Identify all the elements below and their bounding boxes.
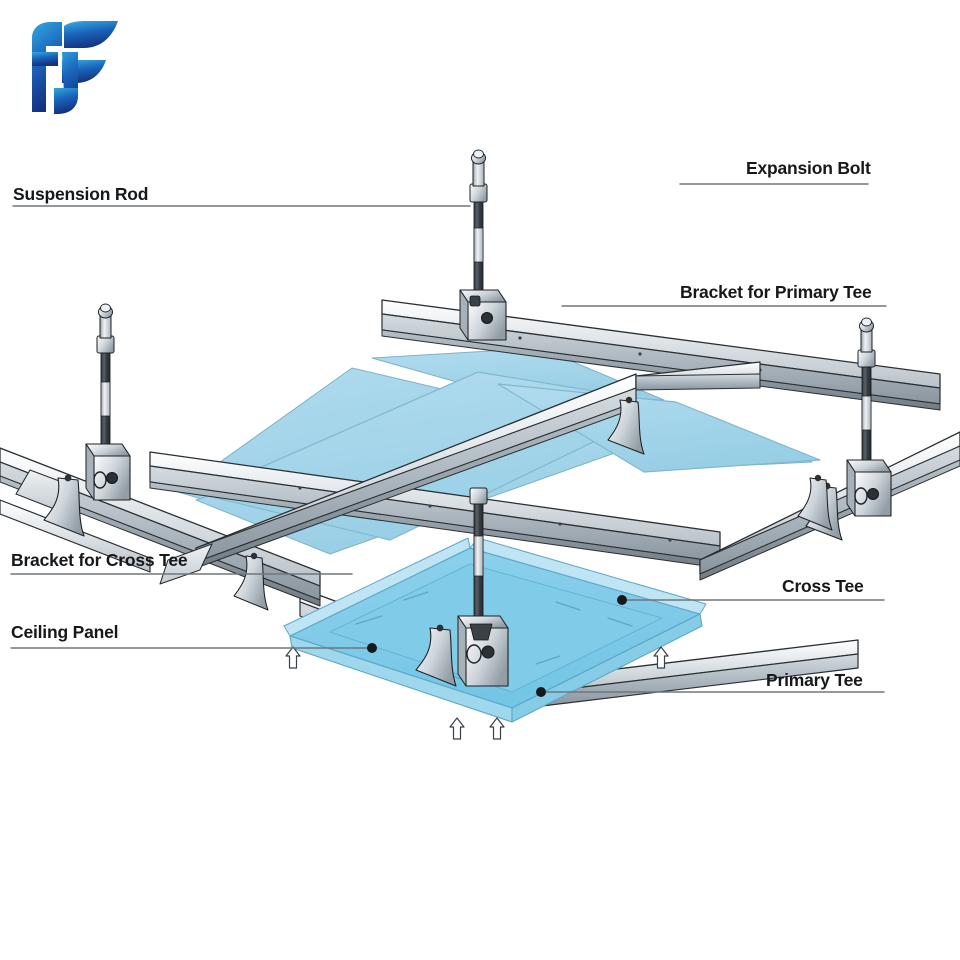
primary-tee-saddle [797, 474, 833, 531]
expansion-bolt [471, 149, 486, 187]
cross-tee-saddle-center [415, 624, 457, 687]
label-cross-tee: Cross Tee [782, 576, 864, 596]
bracket-for-primary-tee [459, 289, 507, 341]
primary-tee-middle [149, 451, 721, 569]
cross-tee-stub-top [635, 361, 761, 391]
ceiling-panel-tile [371, 347, 665, 401]
leader-line-group [10, 183, 887, 697]
install-direction-arrow [653, 646, 669, 669]
bracket-for-primary-tee-center [457, 615, 509, 687]
cross-tee-saddle-left [43, 474, 85, 537]
primary-tee-rear [381, 299, 941, 411]
bracket-for-cross-tee-right [846, 459, 892, 517]
bracket-for-cross-tee [85, 443, 131, 501]
expansion-bolt [98, 303, 113, 339]
label-bracket-for-primary-tee: Bracket for Primary Tee [680, 282, 872, 302]
leader-dot-ceiling-panel [367, 643, 377, 653]
leader-dot-primary-tee [536, 687, 546, 697]
install-direction-arrow [285, 646, 301, 669]
suspension-rod-top [469, 149, 488, 297]
suspension-rod-left [96, 303, 115, 453]
primary-tee-saddle [607, 396, 645, 455]
install-arrow-group [285, 646, 669, 740]
suspension-rod-right [857, 317, 876, 469]
company-logo [32, 21, 118, 114]
label-suspension-rod: Suspension Rod [13, 184, 149, 204]
leader-dot-cross-tee [617, 595, 627, 605]
install-direction-arrow [449, 717, 465, 740]
label-bracket-for-cross-tee: Bracket for Cross Tee [11, 550, 188, 570]
expansion-bolt [859, 317, 874, 353]
install-direction-arrow [489, 717, 505, 740]
label-expansion-bolt: Expansion Bolt [746, 158, 871, 178]
label-ceiling-panel: Ceiling Panel [11, 622, 119, 642]
cross-tee-stub-upper-left [0, 499, 151, 573]
label-primary-tee: Primary Tee [766, 670, 863, 690]
cross-tee-center [159, 373, 637, 585]
